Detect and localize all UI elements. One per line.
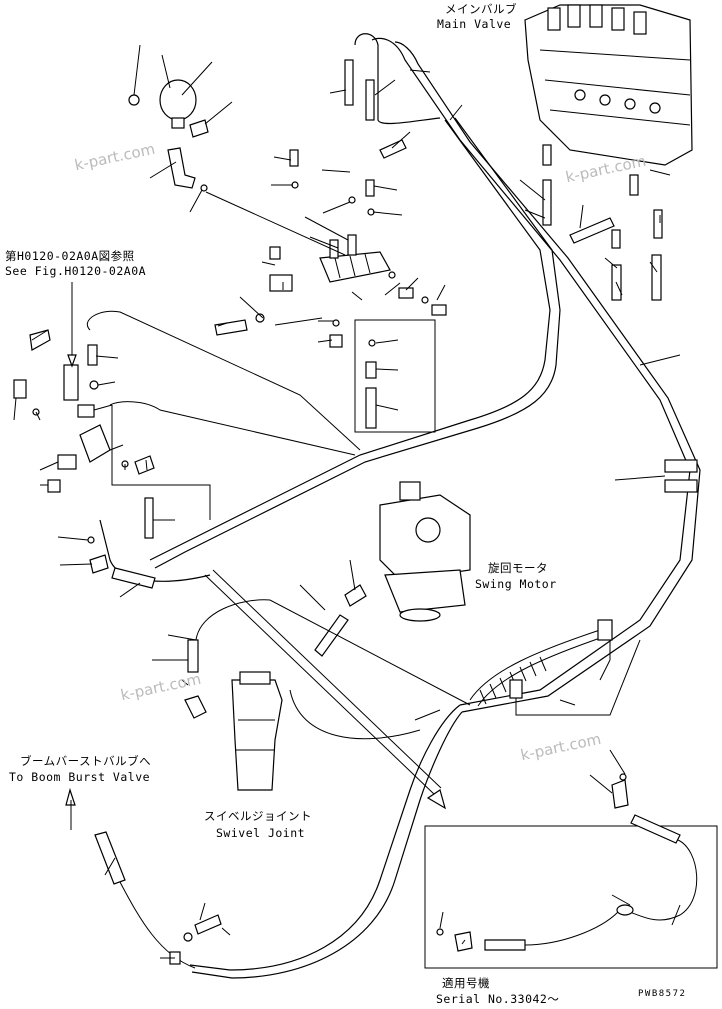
- serial-label-jp: 適用号機: [442, 976, 490, 990]
- boom-burst-label-jp: ブームバーストバルブへ: [20, 754, 152, 768]
- solenoid-manifold: [214, 149, 447, 433]
- see-fig-arrowhead: [67, 354, 77, 368]
- drawing-code: PWB8572: [638, 989, 687, 999]
- see-fig-label-jp: 第H0120-02A0A図参照: [5, 249, 135, 263]
- accumulator: [128, 79, 346, 256]
- left-valve-block: [13, 329, 356, 589]
- swing-motor: [314, 481, 471, 657]
- leftside-loop: [87, 310, 361, 451]
- hose-wrap: [469, 629, 607, 707]
- swivel-joint-label-en: Swivel Joint: [216, 826, 306, 840]
- swing-motor-label-jp: 旋回モータ: [488, 561, 548, 575]
- main-valve-label-en: Main Valve: [437, 17, 512, 31]
- main-valve: [524, 4, 693, 166]
- leader-lines: [13, 44, 681, 959]
- serial-inset: [424, 773, 718, 969]
- boom-burst-label-en: To Boom Burst Valve: [9, 770, 151, 784]
- reference-arrow: [204, 569, 446, 810]
- serial-label-en: Serial No.33042～: [436, 992, 560, 1006]
- swivel-joint: [184, 599, 471, 791]
- swing-motor-label-en: Swing Motor: [475, 577, 557, 591]
- hose-clamps: [509, 459, 698, 716]
- swivel-joint-label-jp: スイベルジョイント: [204, 809, 312, 823]
- boom-burst-pipe: [65, 787, 222, 969]
- see-fig-label-en: See Fig.H0120-02A0A: [5, 264, 147, 278]
- main-valve-label-jp: メインバルブ: [445, 2, 517, 16]
